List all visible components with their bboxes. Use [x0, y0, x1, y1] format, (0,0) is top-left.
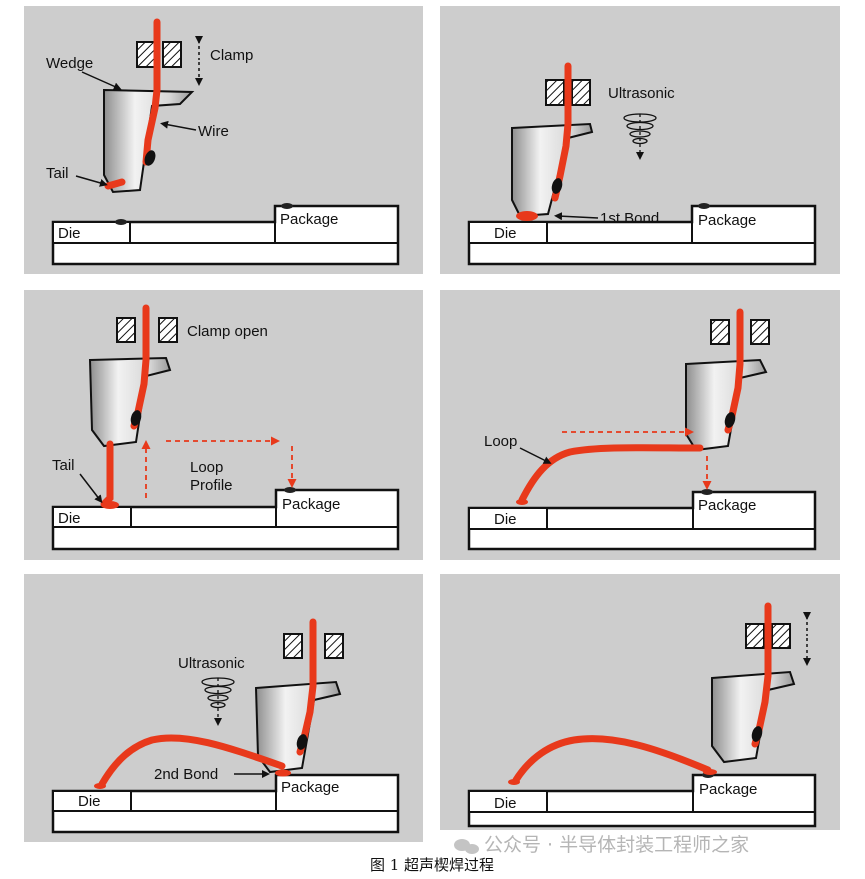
- wedge-label: Wedge: [46, 55, 93, 72]
- completed-wire-loop: [512, 735, 712, 784]
- package-label: Package: [699, 781, 757, 798]
- loop-label: Loop: [484, 433, 517, 450]
- clamp-jaw-left: [283, 633, 303, 659]
- die-label: Die: [78, 793, 101, 810]
- profile-label: Profile: [190, 477, 233, 494]
- ultrasonic-label: Ultrasonic: [608, 85, 675, 102]
- ultrasonic-vibration-icon: [623, 113, 657, 160]
- bond-wire: [142, 18, 161, 166]
- clamp-jaw-left: [136, 41, 156, 68]
- second-bond-weld: [275, 769, 291, 777]
- wire-loop: [518, 444, 704, 504]
- panel-2-first-bond: Ultrasonic 1st Bond Die Package: [440, 6, 840, 274]
- panel-5-second-bond: Ultrasonic 2nd Bond Die Package: [24, 574, 423, 842]
- clamp-jaw-right: [571, 79, 591, 106]
- panel-1-wire-clamp: Wedge Clamp Wire Tail Die Package: [24, 6, 423, 274]
- watermark-text: 公众号 · 半导体封装工程师之家: [484, 834, 749, 856]
- substrate: [467, 489, 817, 551]
- first-bond-label: 1st Bond: [600, 210, 659, 227]
- clamp-jaw-right: [324, 633, 344, 659]
- clamp-jaw-right: [162, 41, 182, 68]
- ultrasonic-label: Ultrasonic: [178, 655, 245, 672]
- second-bond-label: 2nd Bond: [154, 766, 218, 783]
- clamp-jaw-right: [158, 317, 178, 343]
- substrate: [51, 773, 400, 834]
- clamp-jaw-left: [745, 623, 765, 649]
- tail-label: Tail: [46, 165, 69, 182]
- die-label: Die: [494, 511, 517, 528]
- package-label: Package: [280, 211, 338, 228]
- first-bond-weld: [516, 211, 538, 221]
- clamp-open-label: Clamp open: [187, 323, 268, 340]
- clamp-jaw-right: [771, 623, 791, 649]
- substrate: [51, 203, 400, 266]
- figure-caption: 图 1 超声楔焊过程: [370, 856, 494, 874]
- tail-label: Tail: [52, 457, 75, 474]
- die-label: Die: [58, 225, 81, 242]
- die-label: Die: [494, 795, 517, 812]
- panel-3-loop-profile: Clamp open Tail Loop Profile Die Package: [24, 290, 423, 560]
- loop-label: Loop: [190, 459, 223, 476]
- substrate: [51, 487, 400, 551]
- clamp-jaw-left: [116, 317, 136, 343]
- wire-label: Wire: [198, 123, 229, 140]
- package-label: Package: [281, 779, 339, 796]
- ultrasonic-vibration-icon: [201, 677, 235, 726]
- clamp-label: Clamp: [210, 47, 253, 64]
- clamp-jaw-right: [750, 319, 770, 345]
- die-label: Die: [58, 510, 81, 527]
- package-label: Package: [698, 212, 756, 229]
- clamp-jaw-left: [710, 319, 730, 345]
- die-label: Die: [494, 225, 517, 242]
- watermark: 公众号 · 半导体封装工程师之家: [454, 834, 749, 856]
- wire-tail: [104, 178, 126, 190]
- panel-6-wire-break: Die Package: [440, 574, 840, 830]
- substrate: [467, 203, 817, 266]
- panel-4-loop-formation: Loop Die Package: [440, 290, 840, 560]
- clamp-jaw-left: [545, 79, 565, 106]
- wire-loop: [98, 734, 286, 788]
- package-label: Package: [282, 496, 340, 513]
- package-label: Package: [698, 497, 756, 514]
